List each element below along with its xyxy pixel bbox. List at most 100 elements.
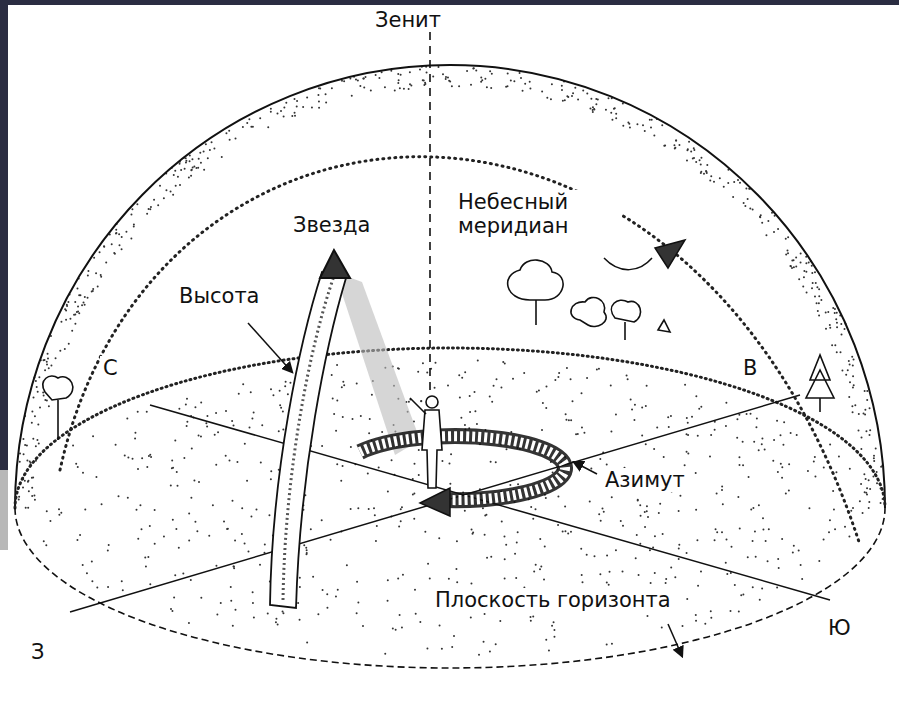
stipple-dot — [419, 621, 421, 623]
frame-strip — [0, 0, 8, 470]
stipple-dot — [594, 555, 596, 557]
stipple-dot — [134, 437, 136, 439]
stipple-dot — [236, 461, 238, 463]
stipple-dot — [795, 266, 797, 268]
stipple-dot — [831, 344, 833, 346]
stipple-dot — [709, 180, 711, 182]
stipple-dot — [812, 282, 814, 284]
stipple-dot — [548, 649, 550, 651]
stipple-dot — [759, 216, 761, 218]
stipple-dot — [515, 577, 517, 579]
stipple-dot — [371, 394, 373, 396]
stipple-dot — [789, 265, 791, 267]
stipple-dot — [512, 378, 514, 380]
stipple-dot — [581, 581, 583, 583]
stipple-dot — [678, 510, 680, 512]
stipple-dot — [233, 567, 235, 569]
stipple-dot — [710, 617, 712, 619]
stipple-dot — [615, 549, 617, 551]
stipple-dot — [322, 589, 324, 591]
frame-strip — [0, 470, 8, 550]
stipple-dot — [725, 562, 727, 564]
stipple-dot — [599, 458, 601, 460]
stipple-dot — [533, 570, 535, 572]
stipple-dot — [373, 507, 375, 509]
stipple-dot — [299, 577, 301, 579]
stipple-dot — [470, 583, 472, 585]
stipple-dot — [832, 307, 834, 309]
stipple-dot — [121, 236, 123, 238]
stipple-dot — [596, 369, 598, 371]
stipple-dot — [805, 271, 807, 273]
stipple-dot — [783, 421, 785, 423]
stipple-dot — [706, 164, 708, 166]
stipple-dot — [445, 78, 447, 80]
stipple-dot — [95, 476, 97, 478]
stipple-dot — [829, 444, 831, 446]
stipple-dot — [48, 367, 50, 369]
stipple-dot — [808, 507, 810, 509]
stipple-dot — [862, 512, 864, 514]
stipple-dot — [727, 182, 729, 184]
stipple-dot — [215, 565, 217, 567]
stipple-dot — [561, 85, 563, 87]
stipple-dot — [196, 530, 198, 532]
stipple-dot — [24, 480, 26, 482]
stipple-dot — [418, 474, 420, 476]
stipple-dot — [558, 372, 560, 374]
stipple-dot — [437, 66, 439, 68]
stipple-dot — [230, 586, 232, 588]
stipple-dot — [211, 141, 213, 143]
stipple-dot — [530, 620, 532, 622]
stipple-dot — [332, 397, 334, 399]
stipple-dot — [504, 558, 506, 560]
label: Плоскость горизонта — [432, 588, 674, 612]
stipple-dot — [267, 126, 269, 128]
stipple-dot — [861, 437, 863, 439]
stipple-dot — [413, 518, 415, 520]
stipple-dot — [450, 453, 452, 455]
stipple-dot — [357, 80, 359, 82]
stipple-dot — [424, 531, 426, 533]
stipple-dot — [539, 538, 541, 540]
stipple-dot — [185, 161, 187, 163]
stipple-dot — [149, 208, 151, 210]
stipple-dot — [225, 410, 227, 412]
stipple-dot — [781, 538, 783, 540]
stipple-dot — [37, 424, 39, 426]
stipple-dot — [200, 436, 202, 438]
stipple-dot — [790, 432, 792, 434]
stipple-dot — [146, 213, 148, 215]
stipple-dot — [153, 199, 155, 201]
stipple-dot — [426, 72, 428, 74]
stipple-dot — [627, 122, 629, 124]
stipple-dot — [466, 70, 468, 72]
observer — [410, 396, 442, 488]
stipple-dot — [84, 304, 86, 306]
stipple-dot — [755, 556, 757, 558]
stipple-dot — [336, 364, 338, 366]
stipple-dot — [197, 167, 199, 169]
stipple-dot — [325, 102, 327, 104]
stipple-dot — [491, 73, 493, 75]
stipple-dot — [409, 71, 411, 73]
stipple-dot — [190, 497, 192, 499]
stipple-dot — [678, 547, 680, 549]
stipple-dot — [726, 573, 728, 575]
stipple-dot — [280, 407, 282, 409]
stipple-dot — [589, 107, 591, 109]
stipple-dot — [762, 528, 764, 530]
stipple-dot — [641, 406, 643, 408]
stipple-dot — [480, 77, 482, 79]
stipple-dot — [755, 426, 757, 428]
stipple-dot — [782, 444, 784, 446]
stipple-dot — [235, 609, 237, 611]
stipple-dot — [241, 533, 243, 535]
stipple-dot — [282, 429, 284, 431]
stipple-dot — [105, 262, 107, 264]
stipple-dot — [74, 313, 76, 315]
stipple-dot — [554, 379, 556, 381]
stipple-dot — [866, 487, 868, 489]
stipple-dot — [644, 130, 646, 132]
stipple-dot — [302, 106, 304, 108]
